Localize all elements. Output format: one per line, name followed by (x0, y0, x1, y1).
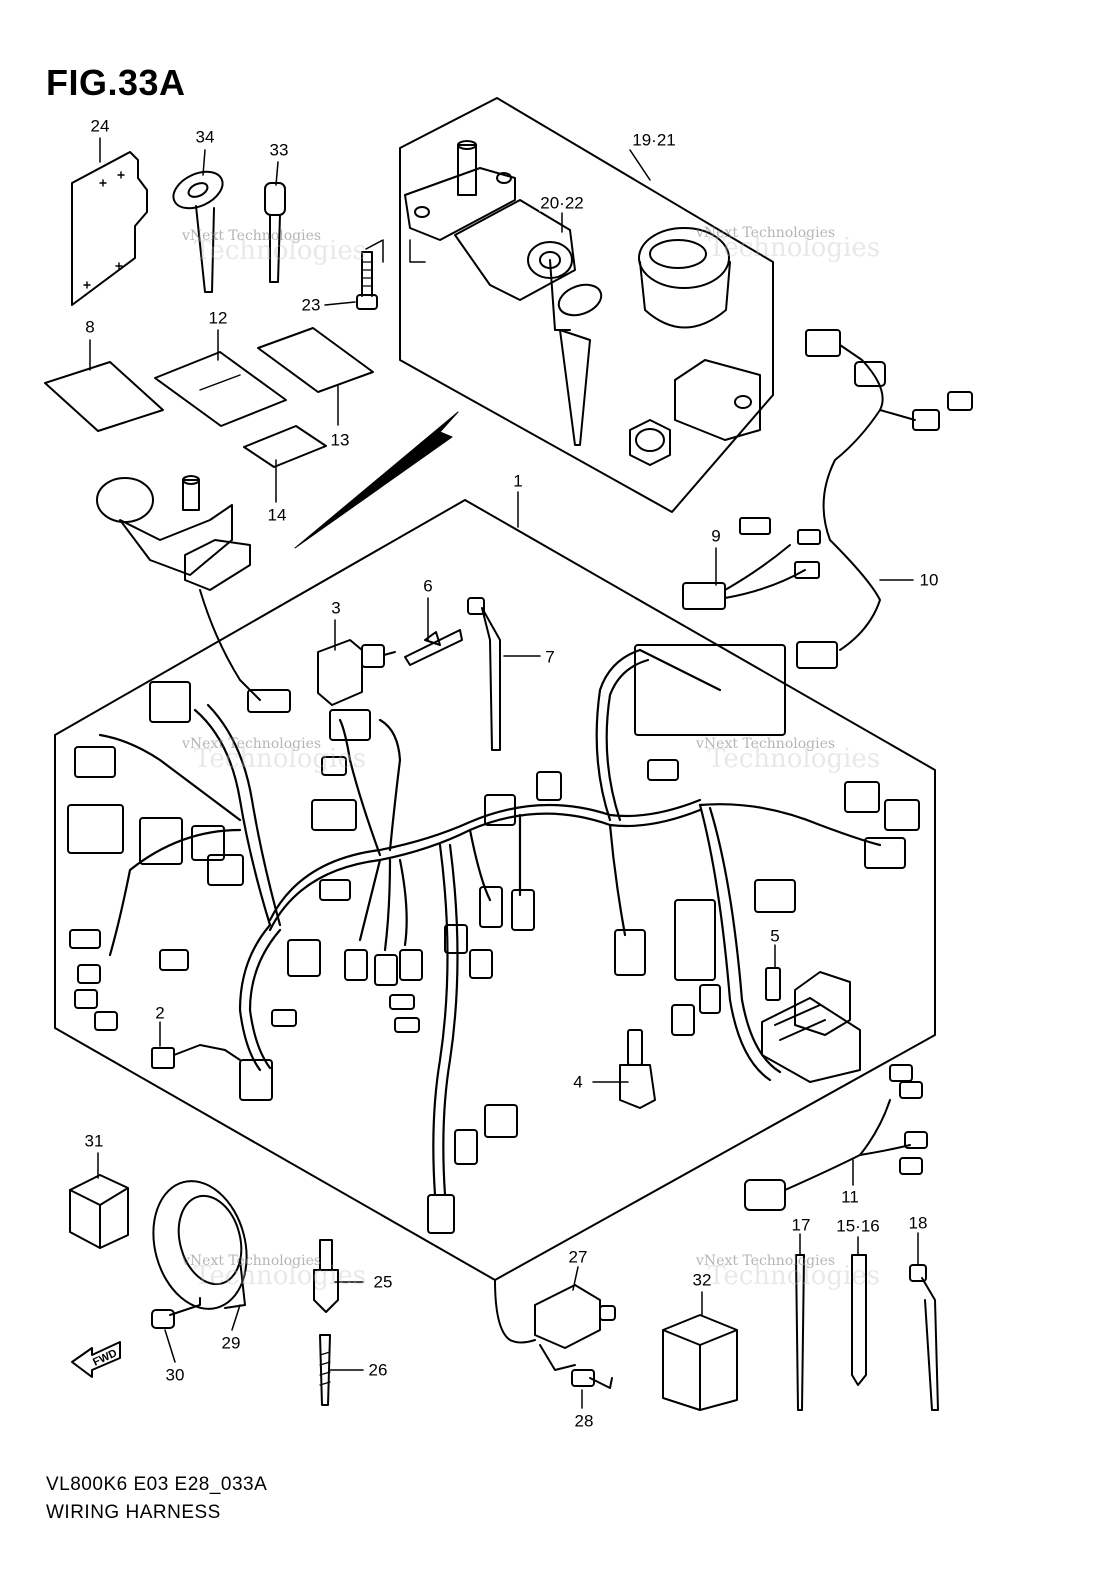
callout-33[interactable]: 33 (268, 140, 290, 160)
band-15-16 (851, 1254, 867, 1386)
callout-18[interactable]: 18 (907, 1213, 929, 1233)
callout-34[interactable]: 34 (194, 127, 216, 147)
callout-14[interactable]: 14 (266, 505, 288, 525)
relay-31 (69, 1174, 129, 1249)
callout-6[interactable]: 6 (422, 576, 434, 596)
callout-8[interactable]: 8 (84, 317, 96, 337)
key-34 (172, 170, 224, 293)
main-harness-body (98, 648, 882, 1197)
switch-25 (313, 1239, 339, 1313)
callout-15-16[interactable]: 15·16 (835, 1216, 881, 1236)
callout-5[interactable]: 5 (769, 926, 781, 946)
callout-11[interactable]: 11 (840, 1187, 860, 1207)
steering-lock (96, 475, 291, 713)
sub-harness-9 (682, 517, 821, 610)
connector-3 (317, 639, 396, 706)
callout-20-22[interactable]: 20·22 (539, 193, 585, 213)
plate-24 (71, 151, 148, 306)
key-33 (264, 182, 286, 283)
callout-25[interactable]: 25 (372, 1272, 394, 1292)
part-4 (619, 1029, 656, 1109)
tie-7 (467, 597, 501, 751)
fwd-label: FWD (91, 1347, 119, 1368)
label-sheet-14 (243, 425, 327, 468)
callout-26[interactable]: 26 (367, 1360, 389, 1380)
bolt-28 (571, 1369, 613, 1389)
harness-panel-outline (54, 499, 936, 1281)
callout-7[interactable]: 7 (544, 647, 556, 667)
fuse-5 (765, 967, 781, 1001)
ignition-switch-20 (404, 140, 603, 446)
label-sheet-13 (257, 327, 374, 393)
callout-28[interactable]: 28 (573, 1411, 595, 1431)
callout-10[interactable]: 10 (918, 570, 940, 590)
callout-31[interactable]: 31 (83, 1131, 105, 1151)
figure-caption: WIRING HARNESS (46, 1502, 221, 1523)
connector-2 (151, 1047, 175, 1069)
ignition-cap (638, 227, 731, 329)
callout-2[interactable]: 2 (154, 1003, 166, 1023)
leader-lines (89, 137, 919, 1409)
tie-18 (909, 1264, 939, 1411)
callout-17[interactable]: 17 (790, 1215, 812, 1235)
figure-title: FIG.33A (46, 62, 186, 103)
clip-6 (404, 629, 463, 666)
harness-10 (796, 329, 973, 669)
sub-harness-11 (744, 1064, 928, 1211)
callout-1[interactable]: 1 (512, 471, 524, 491)
spring-26 (319, 1334, 331, 1406)
label-sheet-8 (44, 361, 164, 432)
fuse-box (761, 971, 861, 1083)
callout-23[interactable]: 23 (300, 295, 322, 315)
callout-3[interactable]: 3 (330, 598, 342, 618)
tie-17 (795, 1254, 805, 1411)
callout-19-21[interactable]: 19·21 (631, 130, 677, 150)
callout-12[interactable]: 12 (207, 308, 229, 328)
bolt-30 (151, 1297, 201, 1329)
callout-27[interactable]: 27 (567, 1247, 589, 1267)
model-code: VL800K6 E03 E28_033A (46, 1474, 268, 1495)
ignition-kit-panel-outline (399, 97, 774, 513)
callout-30[interactable]: 30 (164, 1365, 186, 1385)
relay-32 (662, 1314, 738, 1411)
callout-13[interactable]: 13 (329, 430, 351, 450)
horn-29 (152, 1180, 248, 1310)
kit-arrow (294, 411, 459, 549)
sensor-27 (494, 1279, 616, 1371)
lock-box (629, 359, 761, 466)
callout-32[interactable]: 32 (691, 1270, 713, 1290)
callout-4[interactable]: 4 (572, 1072, 584, 1092)
harness-connectors (67, 644, 920, 1234)
bolt-23 (356, 251, 378, 310)
label-sheet-12 (154, 351, 287, 427)
callout-29[interactable]: 29 (220, 1333, 242, 1353)
fwd-arrow (71, 1341, 121, 1378)
callout-9[interactable]: 9 (710, 526, 722, 546)
callout-24[interactable]: 24 (89, 116, 111, 136)
